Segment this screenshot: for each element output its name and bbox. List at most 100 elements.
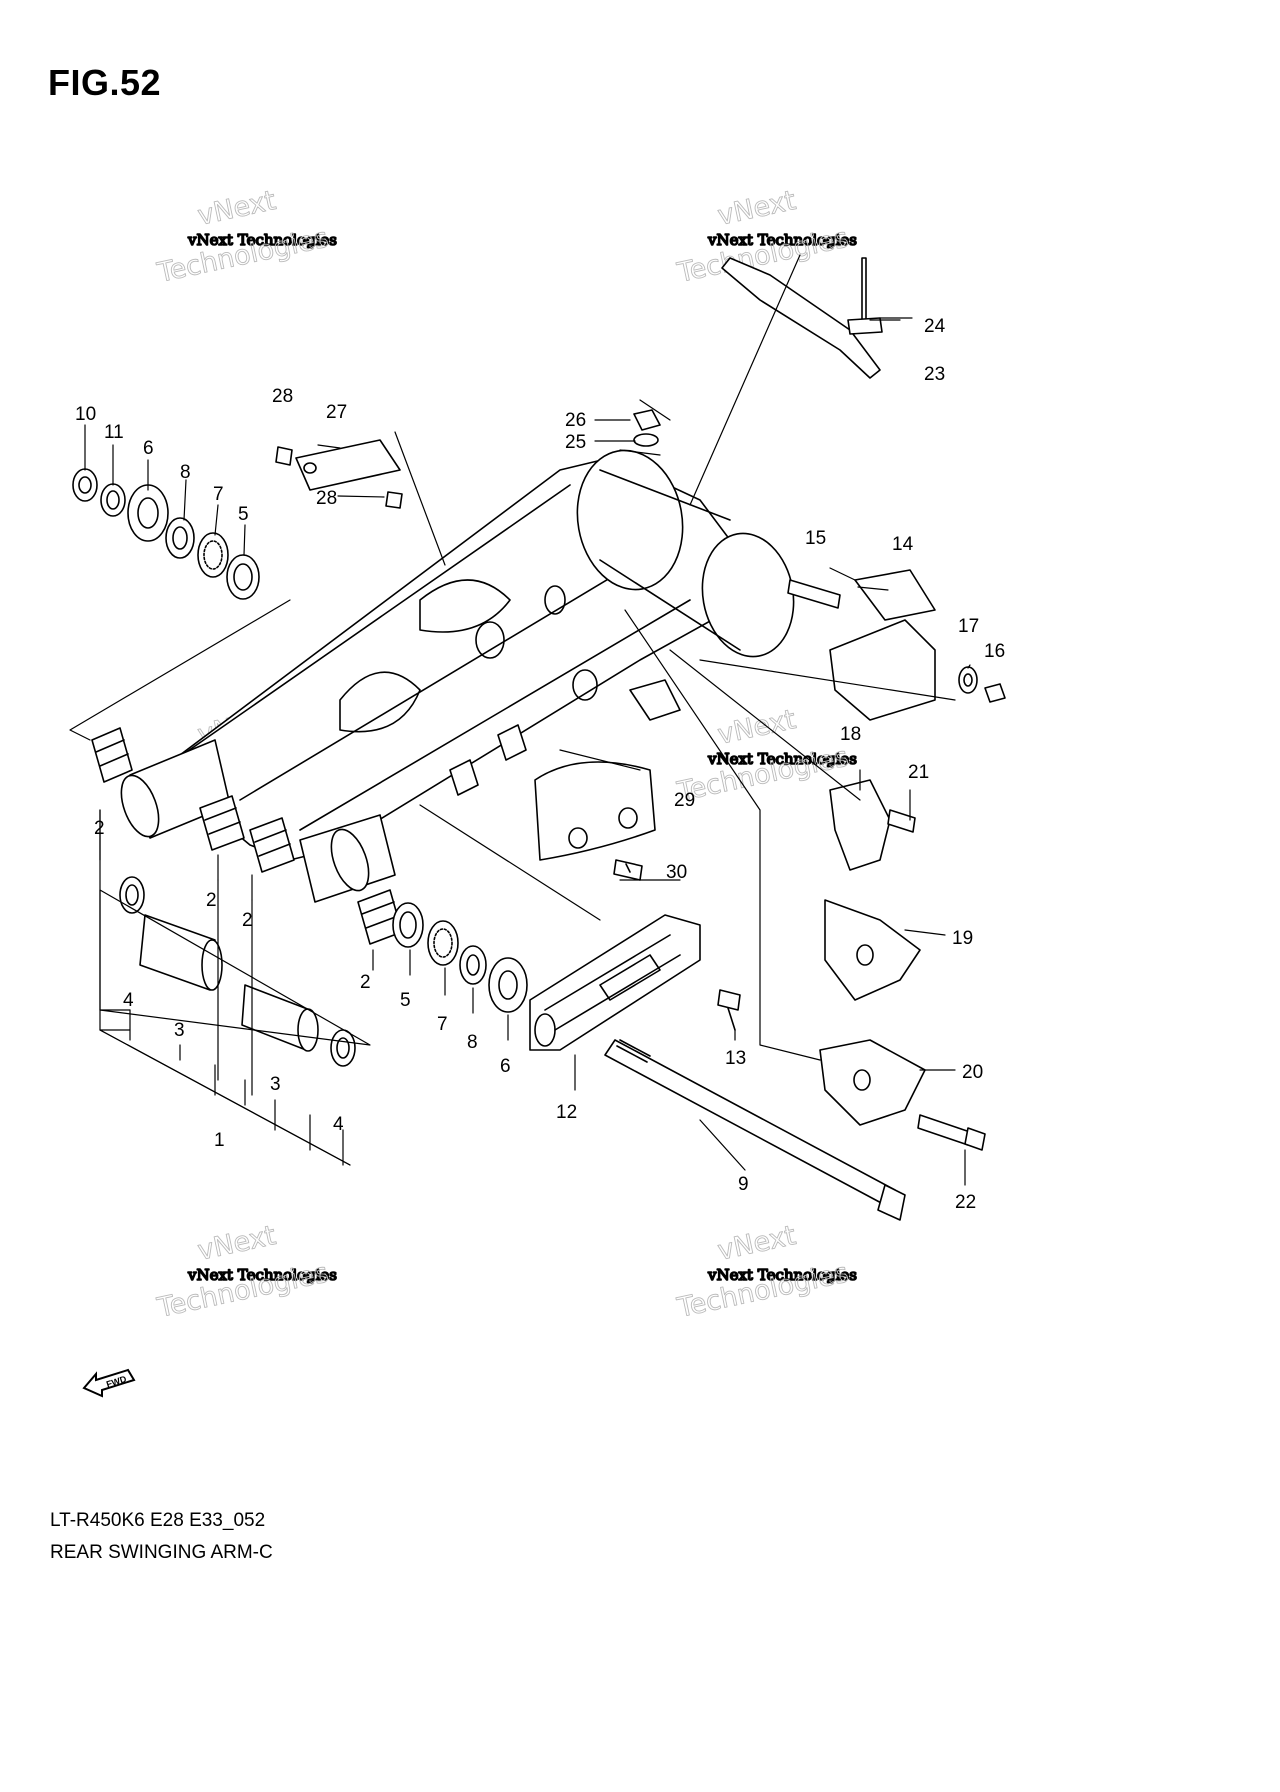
callout-10: 10 bbox=[75, 404, 96, 425]
bolt-part-21 bbox=[887, 809, 916, 833]
bracket-part-18 bbox=[829, 779, 891, 871]
callout-3: 3 bbox=[174, 1020, 185, 1041]
callout-29: 29 bbox=[674, 790, 695, 811]
watermark: vNext vNext Technologies Technologies bbox=[154, 1220, 338, 1325]
callout-6: 6 bbox=[500, 1056, 511, 1077]
nut-part-16 bbox=[984, 683, 1006, 703]
svg-text:vNext: vNext bbox=[195, 1220, 279, 1267]
bolt-part-30 bbox=[613, 859, 643, 881]
washer-part-8 bbox=[459, 945, 487, 985]
callout-28: 28 bbox=[272, 386, 293, 407]
needle-bearing bbox=[199, 795, 245, 851]
oil-seal-part-4 bbox=[330, 1029, 356, 1067]
callout-leaders bbox=[84, 317, 971, 1186]
thrust-bearing-part-7 bbox=[427, 920, 459, 966]
callout-7: 7 bbox=[213, 484, 224, 505]
callout-7: 7 bbox=[437, 1014, 448, 1035]
svg-text:vNext Technologies: vNext Technologies bbox=[707, 750, 857, 768]
watermark: vNext vNext Technologies Technologies bbox=[154, 185, 338, 290]
callout-24: 24 bbox=[924, 316, 946, 337]
bolt-part-24 bbox=[847, 257, 883, 335]
nut-part-10 bbox=[72, 468, 98, 502]
callout-19: 19 bbox=[952, 928, 973, 949]
callout-4: 4 bbox=[123, 990, 134, 1011]
collar bbox=[449, 724, 527, 796]
oil-seal-part-5 bbox=[392, 902, 424, 948]
bracket-part-27 bbox=[295, 439, 401, 491]
chain-guard-part-29 bbox=[534, 761, 656, 861]
guard-part-19 bbox=[824, 899, 921, 1001]
washer-part-17 bbox=[958, 666, 978, 694]
oil-seal-part-5 bbox=[226, 554, 260, 600]
callout-6: 6 bbox=[143, 438, 154, 459]
washer-part-25 bbox=[633, 433, 659, 447]
assembly-bracket-lines bbox=[99, 809, 351, 1166]
callout-11: 11 bbox=[104, 422, 124, 443]
stay-part-23 bbox=[721, 257, 881, 379]
cover-part-6 bbox=[488, 957, 528, 1013]
bracket-part-14 bbox=[829, 569, 936, 721]
callout-labels: 10 11 6 8 7 5 28 27 28 26 25 24 23 15 14… bbox=[75, 316, 1005, 1213]
callout-4: 4 bbox=[333, 1114, 344, 1135]
callout-3: 3 bbox=[270, 1074, 281, 1095]
bolt-part-28 bbox=[385, 491, 403, 509]
callout-15: 15 bbox=[805, 528, 826, 549]
svg-text:vNext: vNext bbox=[715, 185, 799, 232]
callout-2: 2 bbox=[360, 972, 371, 993]
callout-2: 2 bbox=[242, 910, 253, 931]
callout-16: 16 bbox=[984, 641, 1005, 662]
svg-text:vNext: vNext bbox=[195, 185, 279, 232]
callout-23: 23 bbox=[924, 364, 945, 385]
callout-30: 30 bbox=[666, 862, 687, 883]
pivot-tube-right bbox=[299, 814, 396, 903]
callout-2: 2 bbox=[94, 818, 105, 839]
pivot-shaft-part-9 bbox=[604, 1039, 906, 1221]
callout-5: 5 bbox=[400, 990, 411, 1011]
callout-21: 21 bbox=[908, 762, 929, 783]
svg-text:vNext: vNext bbox=[715, 704, 799, 751]
callout-17: 17 bbox=[958, 616, 979, 637]
leader-lines bbox=[69, 254, 956, 1061]
bolt-part-13 bbox=[717, 989, 741, 1031]
callout-13: 13 bbox=[725, 1048, 746, 1069]
callout-18: 18 bbox=[840, 724, 861, 745]
bolt-part-15 bbox=[787, 579, 841, 609]
callout-5: 5 bbox=[238, 504, 249, 525]
callout-12: 12 bbox=[556, 1102, 577, 1123]
svg-text:vNext Technologies: vNext Technologies bbox=[187, 231, 337, 249]
chain-slider-part-12 bbox=[529, 914, 701, 1051]
thrust-bearing-part-7 bbox=[197, 532, 229, 578]
callout-25: 25 bbox=[565, 432, 586, 453]
callout-20: 20 bbox=[962, 1062, 983, 1083]
svg-text:vNext: vNext bbox=[715, 1220, 799, 1267]
needle-bearing bbox=[91, 727, 133, 783]
bolt-part-28 bbox=[275, 446, 293, 466]
callout-8: 8 bbox=[180, 462, 191, 483]
washer-part-11 bbox=[100, 483, 126, 517]
bolt-part-22 bbox=[917, 1114, 986, 1151]
washer-part-8 bbox=[165, 517, 195, 559]
pivot-spacer-part-3 bbox=[241, 984, 319, 1052]
nut-part-26 bbox=[633, 409, 661, 431]
callout-8: 8 bbox=[467, 1032, 478, 1053]
diagram-caption: REAR SWINGING ARM-C bbox=[50, 1542, 273, 1563]
svg-text:vNext Technologies: vNext Technologies bbox=[187, 1266, 337, 1284]
callout-26: 26 bbox=[565, 410, 586, 431]
pivot-spacer-part-3 bbox=[139, 914, 223, 991]
swing-arm-body bbox=[159, 449, 795, 861]
model-code: LT-R450K6 E28 E33_052 bbox=[50, 1510, 266, 1531]
figure-title: FIG.52 bbox=[48, 62, 162, 103]
svg-text:vNext Technologies: vNext Technologies bbox=[707, 231, 857, 249]
watermark: vNext vNext Technologies Technologies bbox=[674, 1220, 858, 1325]
guard-part-20 bbox=[819, 1039, 926, 1126]
oil-seal-part-4 bbox=[119, 876, 145, 914]
callout-9: 9 bbox=[738, 1174, 749, 1195]
callout-27: 27 bbox=[326, 402, 347, 423]
cover-part-6 bbox=[127, 484, 169, 542]
callout-28: 28 bbox=[316, 488, 337, 509]
forward-arrow-icon: FWD bbox=[82, 1368, 136, 1398]
callout-2: 2 bbox=[206, 890, 217, 911]
callout-14: 14 bbox=[892, 534, 914, 555]
svg-text:vNext Technologies: vNext Technologies bbox=[707, 1266, 857, 1284]
